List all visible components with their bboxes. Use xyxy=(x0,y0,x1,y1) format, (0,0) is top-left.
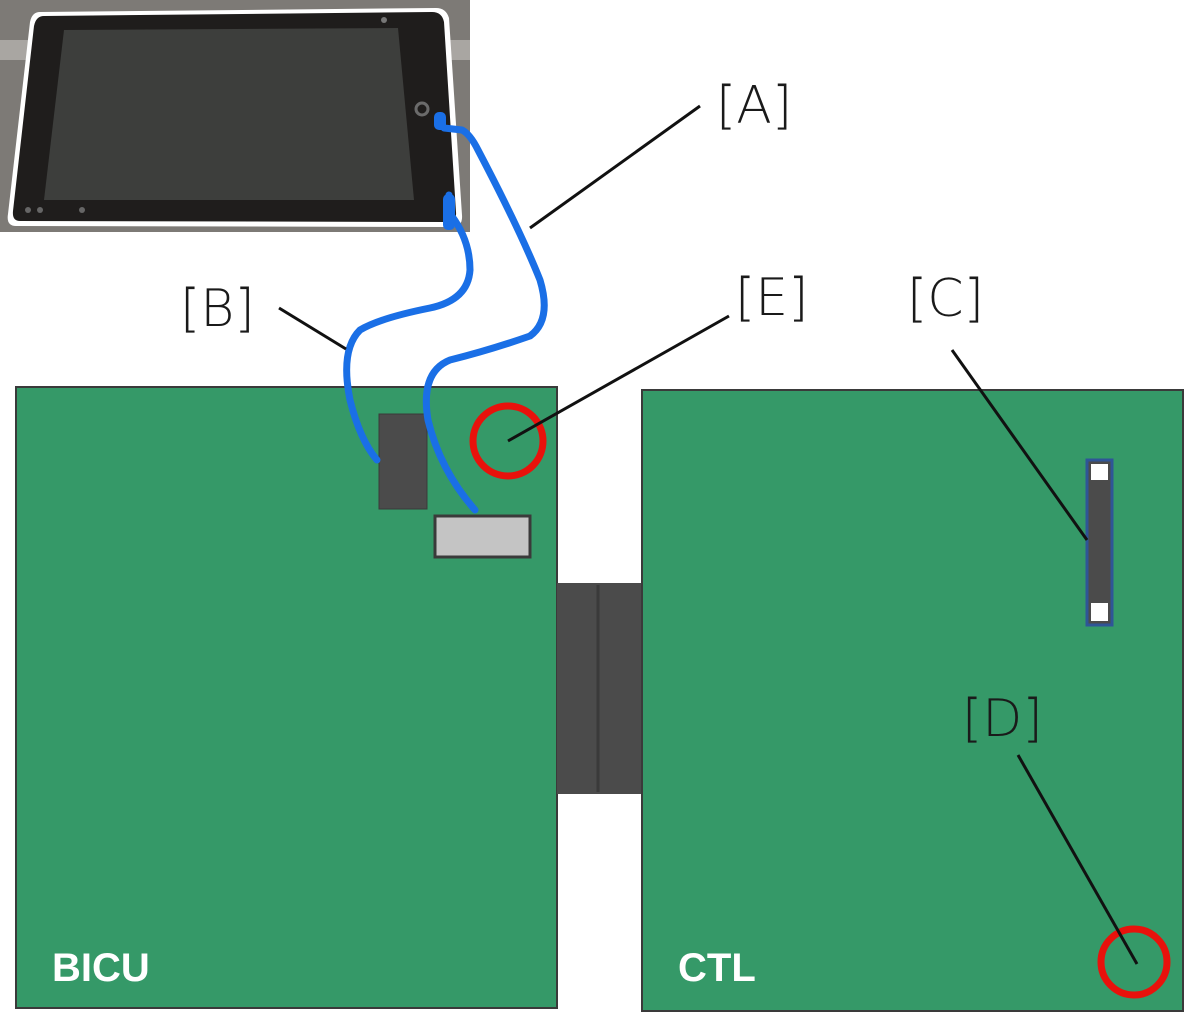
marker-circle-d xyxy=(1097,925,1171,999)
ctl-connector-c xyxy=(1085,458,1114,627)
panel-power-icon xyxy=(79,207,85,213)
bicu-board xyxy=(15,386,558,1009)
leader-line-b xyxy=(278,306,347,351)
cable-a xyxy=(422,114,548,514)
leader-line-c xyxy=(950,349,1089,541)
marker-circle-e xyxy=(469,402,547,480)
ctl-connector-end-bottom xyxy=(1091,603,1108,621)
cable-b xyxy=(343,191,474,464)
panel-camera-icon xyxy=(381,17,387,23)
leader-line-d xyxy=(1016,754,1139,965)
ctl-connector-end-top xyxy=(1091,464,1108,480)
leader-line-e xyxy=(507,314,730,443)
callout-a: [A] xyxy=(716,76,792,136)
callout-b: [B] xyxy=(180,279,255,339)
operation-panel xyxy=(0,0,470,232)
bicu-connector-a xyxy=(433,514,532,559)
callout-c: [C] xyxy=(907,269,984,329)
callout-d: [D] xyxy=(962,689,1043,749)
panel-screen xyxy=(44,28,414,200)
callout-e: [E] xyxy=(735,268,808,328)
panel-menu-icon xyxy=(37,207,43,213)
cable-b-plug xyxy=(443,194,455,230)
panel-back-icon xyxy=(25,207,31,213)
cable-a-plug xyxy=(434,112,446,130)
ctl-connector-body xyxy=(1085,458,1114,627)
ctl-label: CTL xyxy=(678,946,756,990)
bicu-label: BICU xyxy=(52,946,150,990)
leader-line-a xyxy=(529,104,701,230)
bicu-connector-b xyxy=(378,413,428,510)
board-to-board-connector xyxy=(557,583,641,794)
panel-home-button-icon xyxy=(414,101,430,117)
